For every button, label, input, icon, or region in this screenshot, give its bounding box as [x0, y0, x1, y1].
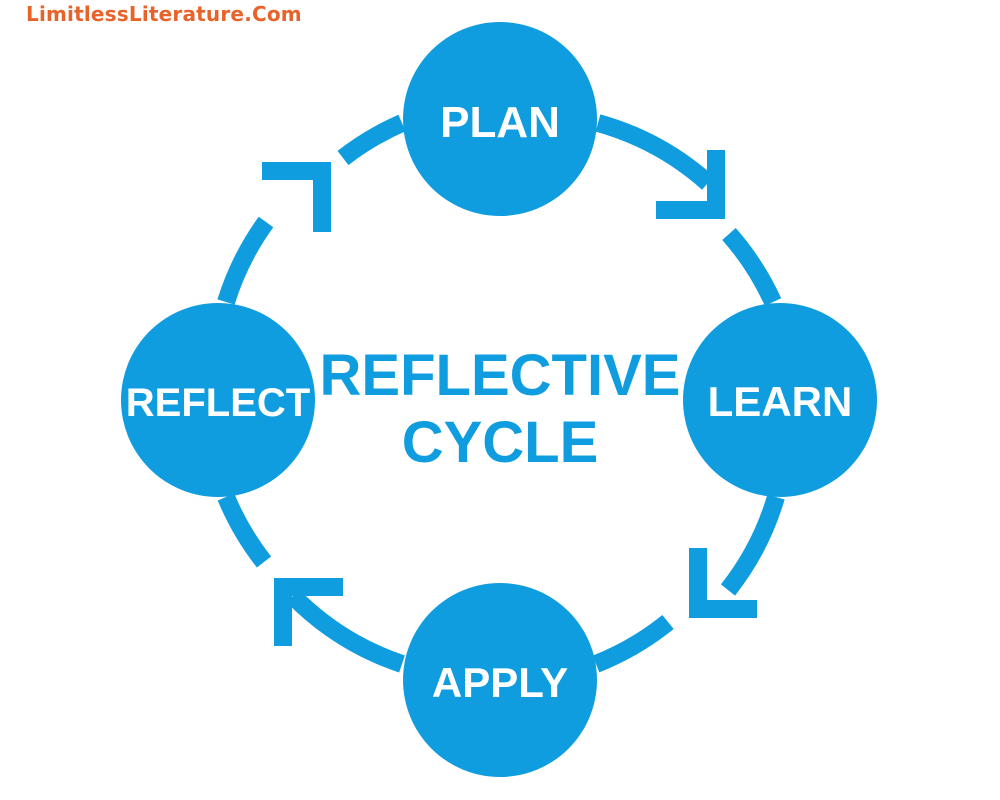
arrowhead-lower-left-icon [274, 578, 343, 646]
node-reflect: REFLECT [121, 303, 315, 497]
node-plan: PLAN [403, 22, 597, 216]
center-title-line2: CYCLE [402, 410, 599, 475]
cycle-ring [217, 114, 785, 673]
node-apply-label: APPLY [432, 659, 568, 706]
arrowhead-lower-right-icon [689, 548, 757, 618]
arrowhead-upper-right-icon [656, 150, 725, 219]
arc-apply-to-reflect-lower [217, 493, 272, 568]
arc-plan-to-learn [595, 114, 714, 190]
arc-reflect-to-plan [217, 216, 274, 305]
arc-reflect-to-plan-upper [337, 114, 406, 166]
center-title-line1: REFLECTIVE [320, 343, 681, 408]
arc-learn-to-apply [720, 494, 785, 596]
node-learn-label: LEARN [708, 378, 853, 425]
node-learn: LEARN [683, 303, 877, 497]
arc-learn-to-apply-lower [592, 614, 674, 673]
arrowhead-upper-left-icon [262, 162, 331, 232]
site-watermark: LimitlessLiterature.Com [26, 2, 302, 26]
cycle-arrowheads [262, 150, 757, 646]
node-reflect-label: REFLECT [126, 381, 310, 425]
node-plan-label: PLAN [440, 98, 560, 147]
arc-plan-to-learn-lower [722, 228, 782, 306]
node-apply: APPLY [403, 583, 597, 777]
arc-apply-to-reflect [286, 589, 405, 673]
